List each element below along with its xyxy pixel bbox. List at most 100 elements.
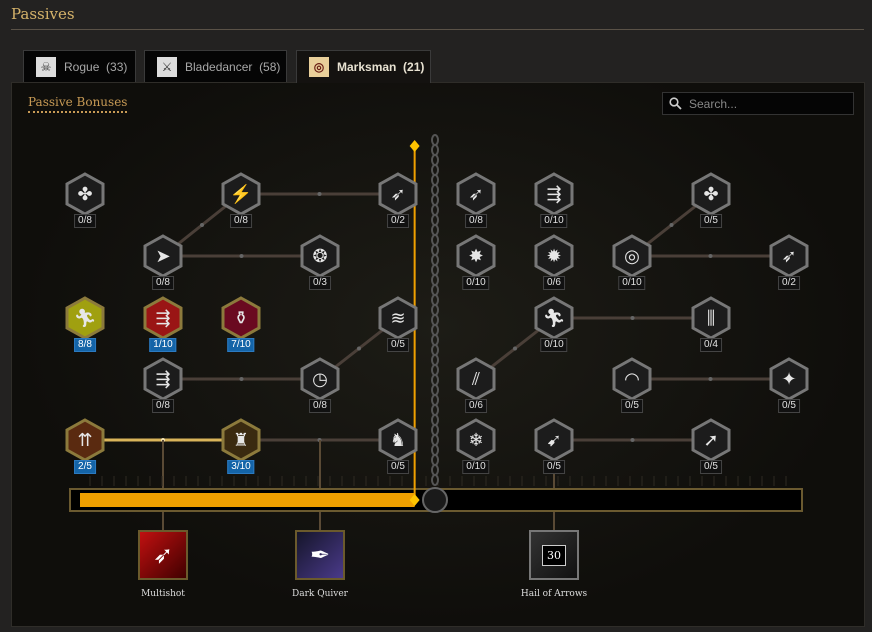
- passive-node-triple-arrows[interactable]: ➶: [378, 172, 418, 216]
- skill-label: Multishot: [141, 589, 185, 599]
- passive-node-red-bolts[interactable]: ⇶: [143, 296, 183, 340]
- hail-of-arrows-skill[interactable]: 30: [529, 530, 579, 580]
- node-rank: 1/10: [149, 338, 177, 352]
- node-rank: 0/8: [465, 214, 487, 228]
- arrowhead-icon: ➤: [155, 245, 171, 266]
- passive-bonuses-link[interactable]: Passive Bonuses: [28, 95, 128, 113]
- chain-link: [431, 334, 439, 346]
- slashes-icon: ⫽: [471, 368, 481, 389]
- node-rank: 0/10: [540, 214, 568, 228]
- passive-node-clover[interactable]: ✤: [691, 172, 731, 216]
- progress-marker-diamond: [409, 140, 420, 152]
- passive-node-potion[interactable]: ⚱: [221, 296, 261, 340]
- chain-link: [431, 344, 439, 356]
- passive-node-arrows-up[interactable]: ⇈: [65, 418, 105, 462]
- passive-node-bubbles[interactable]: ❂: [300, 234, 340, 278]
- arrows-up-icon: ⇈: [77, 429, 93, 450]
- tab-bladedancer[interactable]: ⚔ Bladedancer (58): [144, 50, 287, 82]
- chain-link: [431, 474, 439, 486]
- skill-label: Hail of Arrows: [520, 589, 588, 599]
- triple-arrows-icon: ➶: [781, 245, 797, 266]
- passive-node-runner[interactable]: 🏃︎: [65, 296, 105, 340]
- chain-link: [431, 184, 439, 196]
- passive-node-crossbow[interactable]: ➹: [534, 418, 574, 462]
- chain-link: [431, 144, 439, 156]
- node-rank: 0/10: [462, 460, 490, 474]
- runner-icon: 🏃︎: [73, 307, 97, 328]
- passive-node-arrowhead[interactable]: ➤: [143, 234, 183, 278]
- chain-link: [431, 294, 439, 306]
- passive-node-bear[interactable]: ♞: [378, 418, 418, 462]
- chain-link: [431, 194, 439, 206]
- crossbow-icon: ➹: [546, 429, 562, 450]
- arrow-burst-icon: ✸: [468, 245, 484, 266]
- triple-arrows-icon: ➶: [390, 183, 406, 204]
- node-rank: 0/3: [309, 276, 331, 290]
- node-rank: 7/10: [227, 338, 255, 352]
- clover-icon: ✤: [77, 183, 93, 204]
- passive-node-wind[interactable]: ≋: [378, 296, 418, 340]
- node-rank: 0/5: [387, 460, 409, 474]
- chain-link: [431, 244, 439, 256]
- swirl-icon: ◎: [624, 245, 640, 266]
- passive-node-bolts[interactable]: ⇶: [143, 357, 183, 401]
- chain-link: [431, 214, 439, 226]
- search-icon: [669, 97, 682, 110]
- node-rank: 3/10: [227, 460, 255, 474]
- passive-node-rain[interactable]: ⫼: [691, 296, 731, 340]
- passive-node-triple-arrows[interactable]: ➶: [769, 234, 809, 278]
- passive-node-runner[interactable]: 🏃︎: [534, 296, 574, 340]
- passive-node-swirl[interactable]: ◎: [612, 234, 652, 278]
- passive-node-spear[interactable]: ➚: [691, 418, 731, 462]
- passive-node-totem[interactable]: ♜: [221, 418, 261, 462]
- node-rank: 0/5: [387, 338, 409, 352]
- tab-rogue[interactable]: ☠ Rogue (33): [23, 50, 136, 82]
- passive-node-arc[interactable]: ◠: [612, 357, 652, 401]
- node-rank: 0/2: [778, 276, 800, 290]
- connector-dot: [669, 223, 674, 227]
- bubbles-icon: ❂: [312, 245, 328, 266]
- node-rank: 0/8: [309, 399, 331, 413]
- skill-label: Dark Quiver: [292, 589, 348, 599]
- progress-marker-diamond: [409, 494, 420, 506]
- passive-node-slashes[interactable]: ⫽: [456, 357, 496, 401]
- chain-link: [431, 414, 439, 426]
- chain-link: [431, 304, 439, 316]
- page-title: Passives: [11, 5, 75, 23]
- node-rank: 0/8: [152, 276, 174, 290]
- rain-icon: ⫼: [706, 307, 716, 328]
- chain-link: [431, 424, 439, 436]
- passive-node-triple-arrows[interactable]: ➶: [456, 172, 496, 216]
- spear-icon: ➚: [703, 429, 719, 450]
- chain-link: [431, 434, 439, 446]
- passive-node-arrow-burst[interactable]: ✸: [456, 234, 496, 278]
- tab-label: Bladedancer: [185, 59, 253, 74]
- chain-link: [431, 254, 439, 266]
- node-rank: 0/10: [462, 276, 490, 290]
- connector-dot: [708, 254, 713, 258]
- passive-node-lightning-arrows[interactable]: ⚡: [221, 172, 261, 216]
- node-rank: 0/10: [618, 276, 646, 290]
- passive-node-bolts[interactable]: ⇶: [534, 172, 574, 216]
- chain-link: [431, 204, 439, 216]
- passive-node-clover[interactable]: ✤: [65, 172, 105, 216]
- chain-link: [431, 264, 439, 276]
- dark-quiver-skill[interactable]: ✒: [295, 530, 345, 580]
- connector-dot: [630, 438, 635, 442]
- dark-quiver-icon: ✒: [309, 541, 331, 569]
- search-input[interactable]: Search...: [662, 92, 854, 115]
- chain-link: [431, 404, 439, 416]
- chain-link: [431, 354, 439, 366]
- passive-node-snowflakes[interactable]: ❄: [456, 418, 496, 462]
- level-requirement-badge: 30: [542, 544, 566, 566]
- passive-node-clock[interactable]: ◷: [300, 357, 340, 401]
- snowflakes-icon: ❄: [468, 429, 484, 450]
- passive-node-shield-wings[interactable]: ✦: [769, 357, 809, 401]
- chain-link: [431, 224, 439, 236]
- bolts-icon: ⇶: [155, 368, 171, 389]
- tab-count: (58): [259, 59, 281, 74]
- tab-marksman[interactable]: ◎ Marksman (21): [296, 50, 431, 83]
- multishot-skill[interactable]: ➶: [138, 530, 188, 580]
- passive-node-explosion[interactable]: ✹: [534, 234, 574, 278]
- node-rank: 0/5: [700, 460, 722, 474]
